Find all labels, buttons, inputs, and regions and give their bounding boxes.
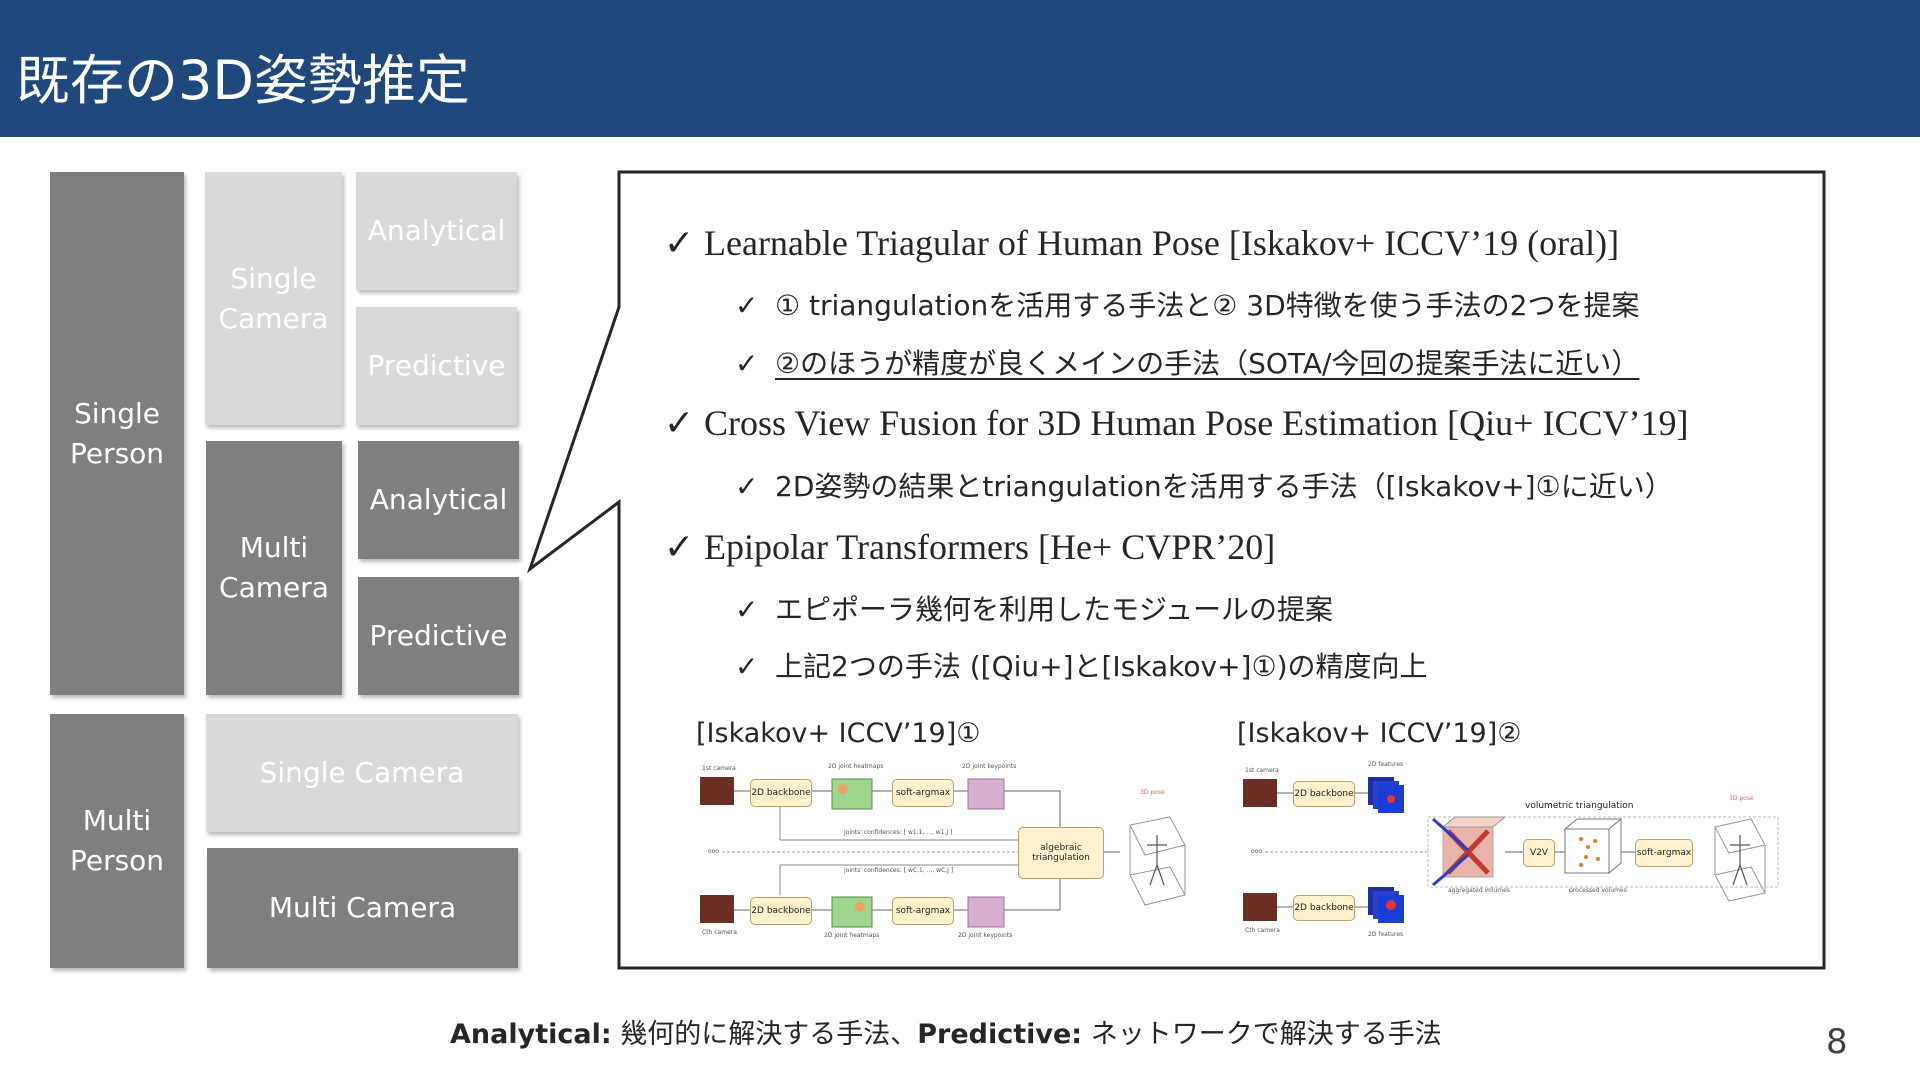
fig1-heatmaps-bottom: 2D joint heatmaps [824, 932, 880, 939]
fig1-backbone-top: 2D backbone [750, 779, 812, 807]
fig2-volumetric-label: volumetric triangulation [1525, 801, 1634, 811]
block-analytical-2: Analytical [358, 441, 519, 559]
fig1-ellipsis: ooo [708, 848, 720, 855]
figure-1-algebraic-diagram: 2D backbone 2D backbone soft-argmax soft… [700, 755, 1192, 950]
block-mp-single-camera: Single Camera [206, 714, 518, 832]
fig2-softargmax: soft-argmax [1635, 839, 1693, 867]
fig1-algebraic-triangulation: algebraic triangulation [1018, 827, 1104, 879]
fig2-features-bottom: 2D features [1368, 931, 1404, 938]
check-icon: ✓ [735, 289, 759, 322]
bullet-sub-3-1: ✓ エピポーラ幾何を利用したモジュールの提案 [735, 593, 1334, 626]
block-single-camera: Single Camera [205, 172, 342, 425]
check-icon: ✓ [664, 527, 695, 567]
bullet-epipolar-transformers: ✓Epipolar Transformers [He+ CVPR’20] [664, 527, 1276, 567]
fig1-backbone-bottom: 2D backbone [750, 897, 812, 925]
fig2-first-camera: 1st camera [1245, 767, 1279, 774]
fig1-pose-label: 3D pose [1140, 789, 1165, 796]
figure-1-connectors [700, 777, 1186, 928]
figure-1-caption: [Iskakov+ ICCV’19]① [696, 718, 981, 749]
bullet-cross-view-fusion: ✓Cross View Fusion for 3D Human Pose Est… [664, 403, 1689, 443]
bullet-learnable-triangulation: ✓Learnable Triagular of Human Pose [Iska… [664, 223, 1620, 263]
fig1-first-camera: 1st camera [702, 765, 736, 772]
predictive-label: Predictive: [917, 1019, 1083, 1050]
fig2-features-top: 2D features [1368, 761, 1404, 768]
predictive-desc: ネットワークで解決する手法 [1082, 1019, 1442, 1050]
block-predictive-1: Predictive [356, 307, 517, 425]
figure-2-caption: [Iskakov+ ICCV’19]② [1237, 718, 1522, 749]
bullet-sub-2-1: ✓2D姿勢の結果とtriangulationを活用する手法（[Iskakov+]… [735, 470, 1673, 503]
figure-2-connectors [1243, 777, 1779, 923]
fig2-backbone-top: 2D backbone [1293, 781, 1355, 807]
check-icon: ✓ [735, 593, 759, 626]
check-icon: ✓ [735, 470, 759, 503]
page-title: 既存の3D姿勢推定 [16, 49, 470, 112]
figure-2-volumetric-diagram: 2D backbone 2D backbone V2V soft-argmax … [1243, 755, 1780, 950]
check-icon: ✓ [735, 650, 759, 683]
page-number: 8 [1826, 1022, 1848, 1062]
check-icon: ✓ [664, 403, 695, 443]
fig2-pose-label: 3D pose [1729, 795, 1754, 802]
bullet-sub-1-2: ✓②のほうが精度が良くメインの手法（SOTA/今回の提案手法に近い） [735, 347, 1640, 380]
header-bar [0, 0, 1920, 137]
fig1-softargmax-bottom: soft-argmax [892, 897, 954, 925]
bullet-sub-3-2: ✓上記2つの手法 ([Qiu+]と[Iskakov+]①)の精度向上 [735, 650, 1428, 683]
analytical-desc: 幾何的に解決する手法、 [611, 1019, 918, 1050]
block-single-person: Single Person [50, 172, 184, 695]
fig1-heatmaps-top: 2D joint heatmaps [828, 763, 884, 770]
check-icon: ✓ [664, 223, 695, 263]
bullet-sub-1-1: ✓① triangulationを活用する手法と② 3D特徴を使う手法の2つを提… [735, 289, 1640, 322]
block-predictive-2: Predictive [358, 577, 519, 695]
footer-legend: Analytical: 幾何的に解決する手法、Predictive: ネットワー… [450, 1012, 1442, 1051]
fig1-confidences-bottom: joints' confidences: [ wC,1, ..., wC,J ] [844, 867, 954, 874]
fig2-ellipsis: ooo [1251, 848, 1263, 855]
check-icon: ✓ [735, 347, 759, 380]
fig2-backbone-bottom: 2D backbone [1293, 895, 1355, 921]
fig1-keypoints-bottom: 2D joint keypoints [958, 932, 1013, 939]
fig1-cth-camera: Cth camera [702, 929, 737, 936]
block-mp-multi-camera: Multi Camera [207, 848, 518, 968]
fig1-keypoints-top: 2D joint keypoints [962, 763, 1017, 770]
block-multi-camera: Multi Camera [206, 441, 342, 695]
fig2-aggregated: aggregated volumes [1448, 887, 1510, 894]
fig2-v2v: V2V [1523, 839, 1555, 867]
block-analytical-1: Analytical [356, 172, 517, 290]
analytical-label: Analytical: [450, 1019, 612, 1050]
block-multi-person: Multi Person [50, 714, 184, 968]
fig1-softargmax-top: soft-argmax [892, 779, 954, 807]
fig2-cth-camera: Cth camera [1245, 927, 1280, 934]
fig1-confidences-top: joints' confidences: [ w1,1, ..., w1,J ] [844, 829, 953, 836]
fig2-processed: processed volumes [1569, 887, 1627, 894]
